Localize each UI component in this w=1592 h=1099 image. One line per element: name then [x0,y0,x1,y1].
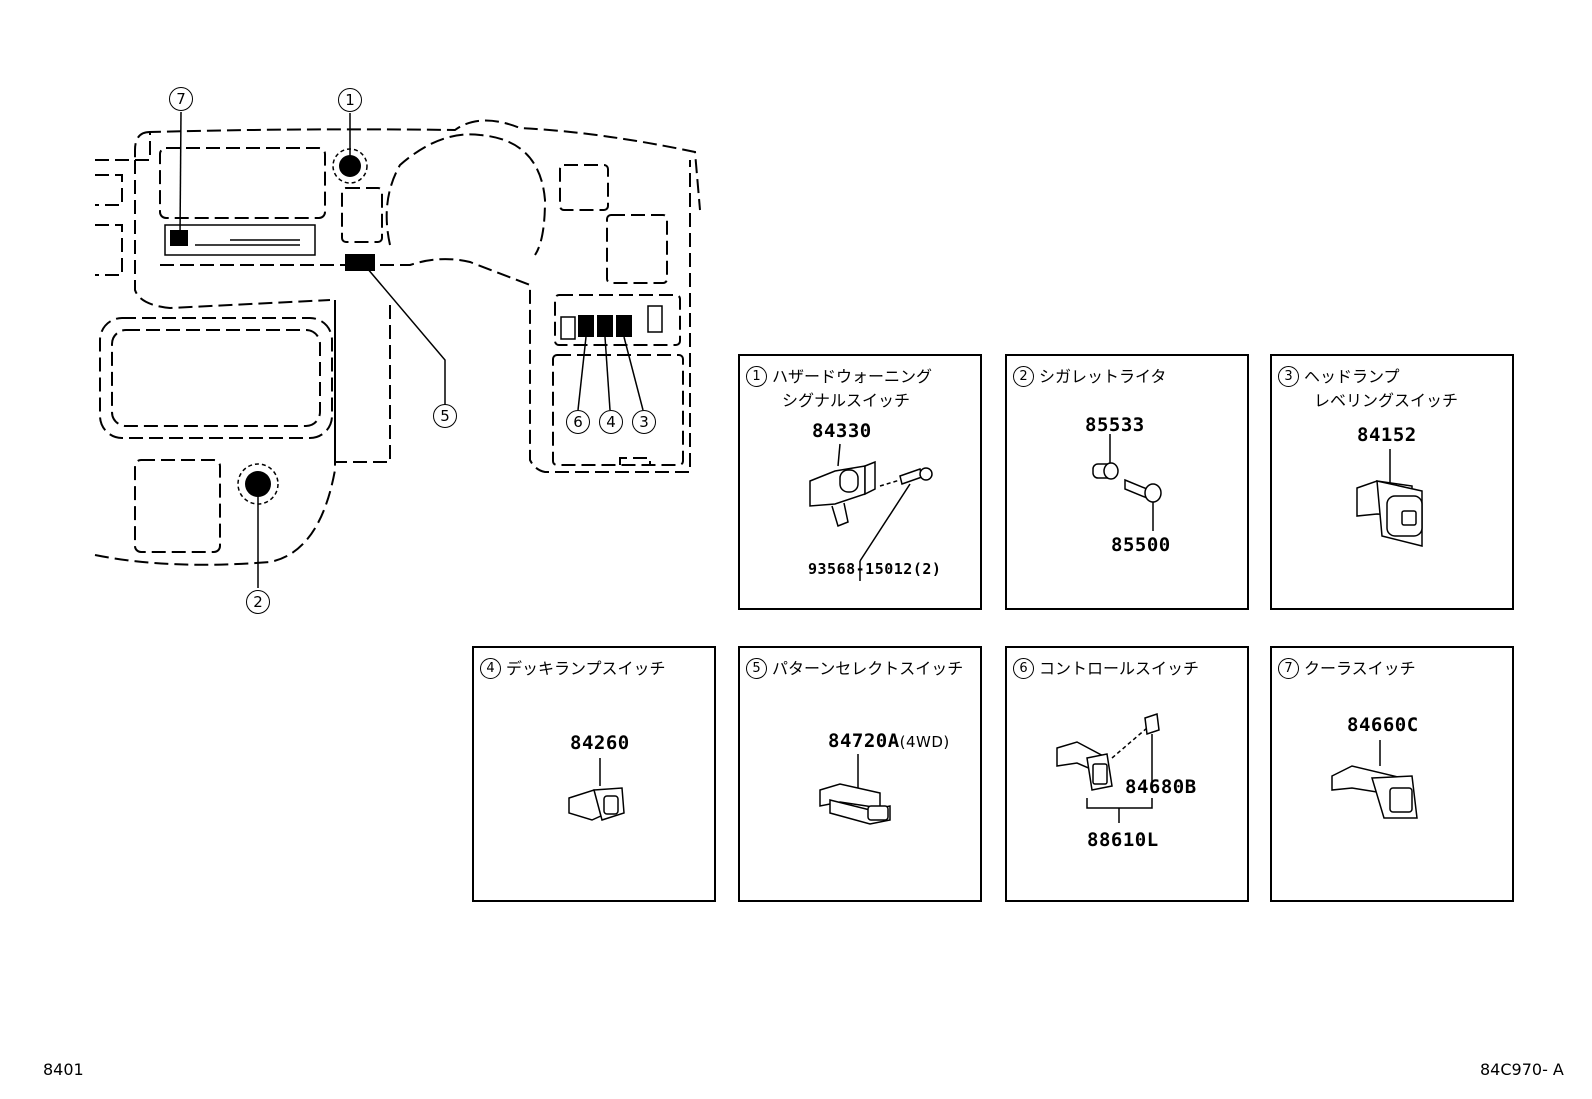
panel-title-line1: クーラスイッチ [1304,659,1416,678]
panel-title-line1: デッキランプスイッチ [506,659,666,678]
callout-6: 6 [566,410,590,434]
part-number: 84330 [812,420,872,442]
cooler-switch-illustration [1331,740,1418,819]
callout-1: 1 [338,88,362,112]
panel-number: 7 [1278,658,1299,679]
callout-7: 7 [169,87,193,111]
panel-number: 5 [746,658,767,679]
panel-title: 5 パターンセレクトスイッチ [746,657,963,681]
figure-code-right: 84C970- A [1480,1060,1564,1079]
panel-number: 2 [1013,366,1034,387]
control-switch-illustration [1056,712,1160,823]
part-number-value: 84720A [828,730,900,752]
callout-5: 5 [433,404,457,428]
panel-deck-lamp-switch: 4 デッキランプスイッチ 84260 [472,646,716,902]
part-number: 84152 [1357,424,1417,446]
panel-hazard-warning-switch: 1 ハザードウォーニング シグナルスイッチ 84330 93568-15012(… [738,354,982,610]
panel-number: 1 [746,366,767,387]
hazard-switch-illustration [809,443,933,581]
part-number: 84260 [570,732,630,754]
panel-cooler-switch: 7 クーラスイッチ 84660C [1270,646,1514,902]
panel-title-line2: シグナルスイッチ [782,391,911,410]
panel-title: 7 クーラスイッチ [1278,657,1416,681]
panel-headlamp-leveling-switch: 3 ヘッドランプ レベリングスイッチ 84152 [1270,354,1514,610]
panel-pattern-select-switch: 5 パターンセレクトスイッチ 84720A(4WD) [738,646,982,902]
panel-title: 1 ハザードウォーニング シグナルスイッチ [746,365,932,413]
panel-title-line1: パターンセレクトスイッチ [772,659,964,678]
panel-title-line1: シガレットライタ [1039,367,1167,386]
panel-number: 6 [1013,658,1034,679]
deck-lamp-switch-illustration [568,758,625,821]
panel-control-switch: 6 コントロールスイッチ 84680B 88610L [1005,646,1249,902]
callout-3: 3 [632,410,656,434]
part-number: 85533 [1085,414,1145,436]
callout-4: 4 [599,410,623,434]
panel-title: 4 デッキランプスイッチ [480,657,666,681]
headlamp-switch-illustration [1356,449,1423,547]
part-number: 84680B [1125,776,1197,798]
part-number: 85500 [1111,534,1171,556]
panel-title: 2 シガレットライタ [1013,365,1166,389]
part-number: 93568-15012(2) [808,560,942,578]
page-code-left: 8401 [43,1060,84,1079]
callout-2: 2 [246,590,270,614]
panel-title-line1: ヘッドランプ [1304,367,1400,386]
part-number: 88610L [1087,829,1159,851]
cigarette-lighter-illustration [1092,434,1162,531]
part-number: 84660C [1347,714,1419,736]
panel-number: 3 [1278,366,1299,387]
panel-cigarette-lighter: 2 シガレットライタ 85533 85500 [1005,354,1249,610]
panel-title-line2: レベリングスイッチ [1314,391,1459,410]
part-number: 84720A(4WD) [828,730,950,752]
panel-title: 6 コントロールスイッチ [1013,657,1199,681]
part-note: (4WD) [899,733,950,751]
panel-title-line1: ハザードウォーニング [772,367,933,386]
panel-number: 4 [480,658,501,679]
pattern-select-switch-illustration [819,754,891,825]
panel-title-line1: コントロールスイッチ [1039,659,1200,678]
panel-title: 3 ヘッドランプ レベリングスイッチ [1278,365,1458,413]
